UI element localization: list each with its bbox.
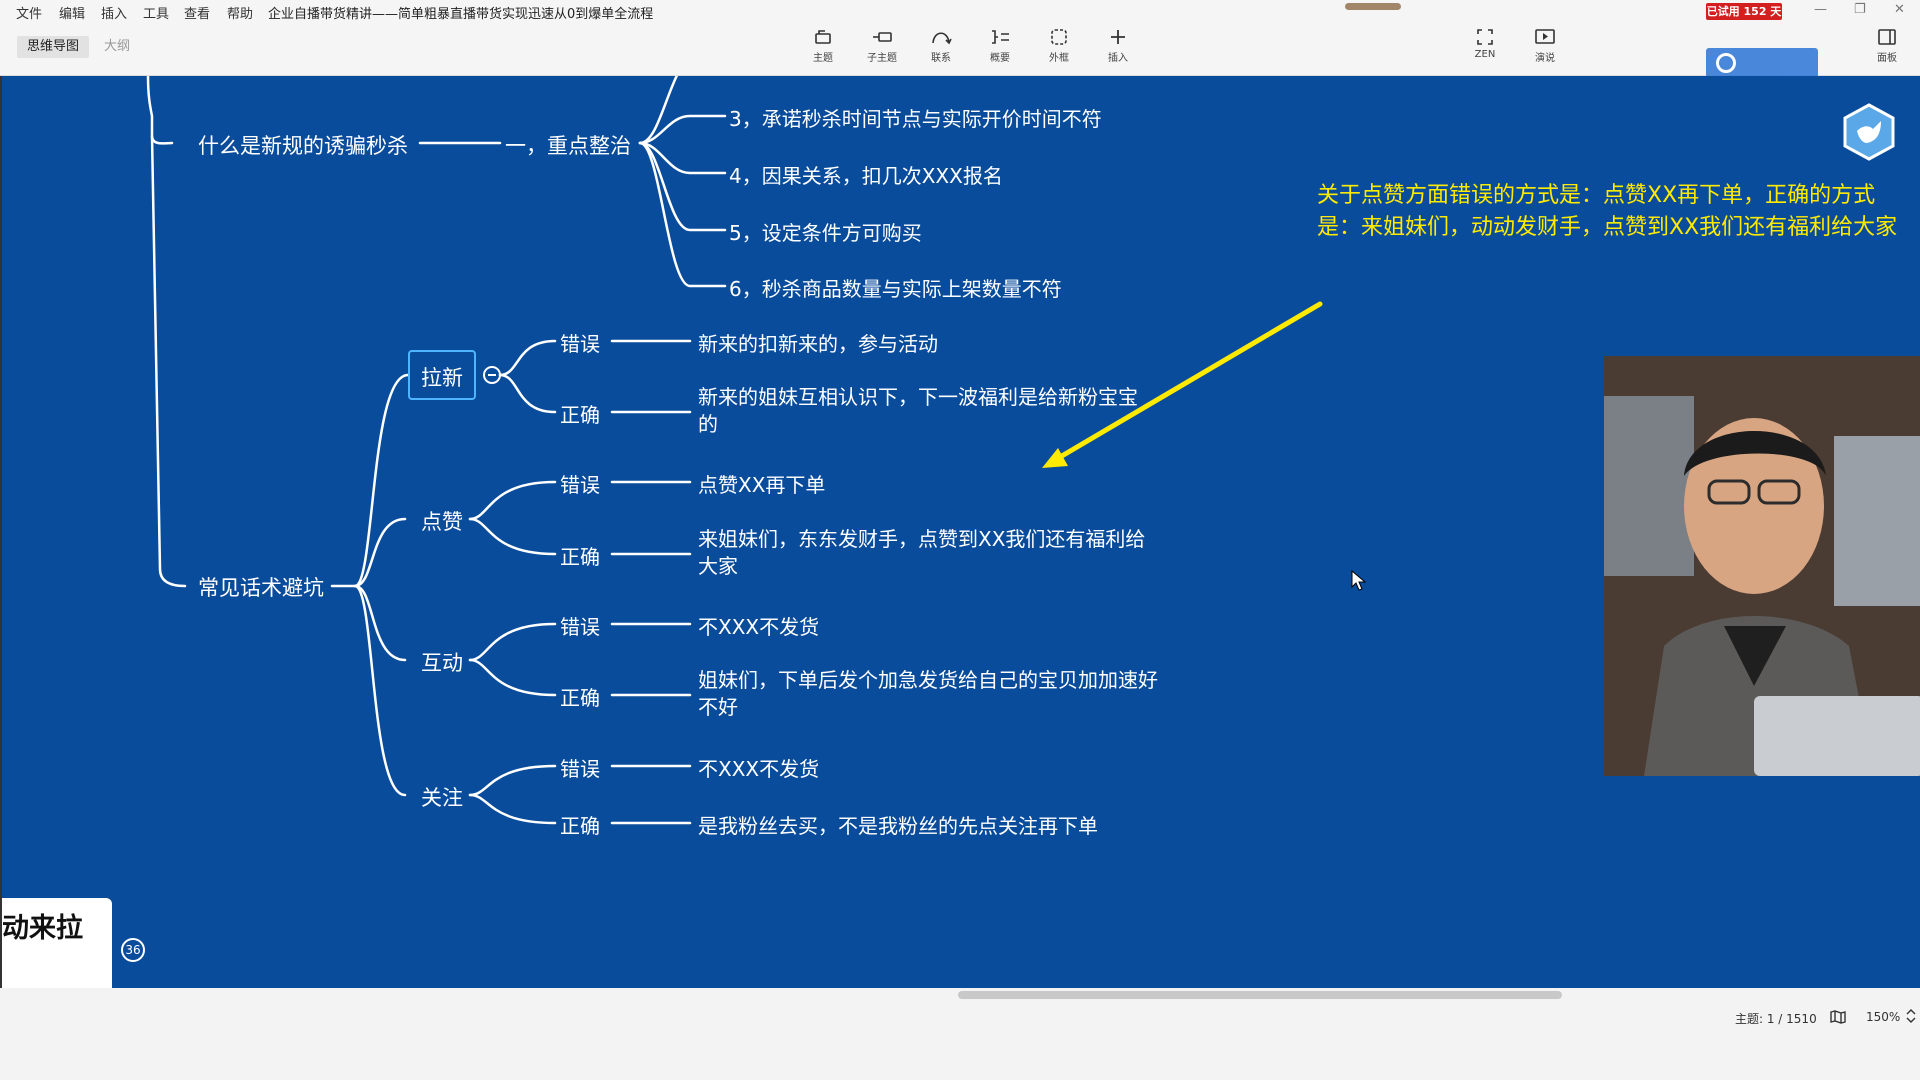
text-wrong[interactable]: 不XXX不发货 <box>698 757 820 781</box>
mindmap-canvas[interactable]: 什么是新规的诱骗秒杀 一，重点整治 3，承诺秒杀时间节点与实际开价时间不符 4，… <box>0 76 1920 988</box>
boundary-icon <box>1051 29 1067 45</box>
label-wrong[interactable]: 错误 <box>560 473 600 497</box>
scrollbar-thumb[interactable] <box>958 991 1562 999</box>
pitch-button[interactable]: 演说 <box>1520 28 1570 64</box>
leaf-top-3[interactable]: 3，承诺秒杀时间节点与实际开价时间不符 <box>729 107 1102 131</box>
group-likes[interactable]: 点赞 <box>421 510 463 534</box>
webcam-overlay <box>1604 356 1920 776</box>
topic-icon <box>815 30 831 44</box>
relationship-icon <box>932 32 952 45</box>
plus-icon <box>1111 30 1125 44</box>
annotation-text: 关于点赞方面错误的方式是：点赞XX再下单，正确的方式是：来姐妹们，动动发财手，点… <box>1317 183 1898 240</box>
subtopic-label: 子主题 <box>867 53 897 64</box>
boundary-label: 外框 <box>1049 53 1069 64</box>
summary-label: 概要 <box>990 53 1010 64</box>
zoom-stepper-icon[interactable] <box>1906 1008 1916 1024</box>
document-title: 企业自播带货精讲——简单粗暴直播带货实现迅速从0到爆单全流程 <box>268 7 654 22</box>
summary-button[interactable]: 概要 <box>975 28 1025 64</box>
leaf-top-4[interactable]: 4，因果关系，扣几次XXX报名 <box>729 164 1003 188</box>
label-wrong[interactable]: 错误 <box>560 757 600 781</box>
trial-badge[interactable]: 已试用 152 天 <box>1706 3 1782 20</box>
close-icon[interactable]: ✕ <box>1894 2 1905 17</box>
bird-icon <box>1843 103 1895 161</box>
group-follow[interactable]: 关注 <box>421 786 463 810</box>
menu-tools[interactable]: 工具 <box>143 7 170 22</box>
leaf-top-6[interactable]: 6，秒杀商品数量与实际上架数量不符 <box>729 277 1062 301</box>
topic-new-rules[interactable]: 什么是新规的诱骗秒杀 <box>198 134 408 158</box>
menu-help[interactable]: 帮助 <box>227 7 254 22</box>
panel-icon <box>1878 29 1896 45</box>
boundary-button[interactable]: 外框 <box>1034 28 1084 64</box>
card-text: 动来拉 <box>2 913 83 944</box>
tab-outline[interactable]: 大纲 <box>104 39 131 54</box>
map-icon[interactable] <box>1830 1010 1846 1024</box>
text-wrong[interactable]: 新来的扣新来的，参与活动 <box>698 332 938 356</box>
menu-file[interactable]: 文件 <box>16 7 43 22</box>
text-wrong[interactable]: 点赞XX再下单 <box>698 473 826 497</box>
text-right[interactable]: 是我粉丝去买，不是我粉丝的先点关注再下单 <box>698 814 1098 838</box>
drag-handle[interactable] <box>1345 3 1401 10</box>
insert-label: 插入 <box>1108 53 1128 64</box>
minimize-icon[interactable]: — <box>1814 2 1827 17</box>
canvas-edge <box>0 76 2 988</box>
zen-label: ZEN <box>1474 49 1496 60</box>
selection-outline <box>408 350 476 400</box>
topic-count: 主题: 1 / 1510 <box>1735 1012 1817 1026</box>
group-new-fans[interactable]: 拉新 <box>421 366 463 390</box>
connector-lines <box>146 76 1323 825</box>
play-icon <box>1535 29 1555 44</box>
text-wrong[interactable]: 不XXX不发货 <box>698 615 820 639</box>
subtopic-icon <box>873 32 892 42</box>
mouse-cursor-icon <box>1351 570 1367 591</box>
pitch-label: 演说 <box>1535 53 1555 64</box>
label-wrong[interactable]: 错误 <box>560 615 600 639</box>
panel-button[interactable]: 面板 <box>1862 28 1912 64</box>
menu-insert[interactable]: 插入 <box>101 7 128 22</box>
text-right[interactable]: 新来的姐妹互相认识下，下一波福利是给新粉宝宝的 <box>698 385 1138 436</box>
maximize-icon[interactable]: ❐ <box>1854 2 1866 17</box>
topic-key-rectification[interactable]: 一，重点整治 <box>505 134 631 158</box>
topic-button[interactable]: 主题 <box>798 28 848 64</box>
toolbar: 思维导图 大纲 主题 子主题 联系 概要 外框 插入 ZEN <box>0 22 1920 78</box>
presenter-video <box>1604 356 1920 776</box>
tab-mindmap[interactable]: 思维导图 <box>17 36 90 58</box>
floating-topic-card[interactable]: 动来拉 <box>0 898 112 988</box>
insert-button[interactable]: 插入 <box>1093 28 1143 64</box>
zen-button[interactable]: ZEN <box>1460 28 1510 60</box>
menu-view[interactable]: 查看 <box>184 7 211 22</box>
relationship-label: 联系 <box>931 53 951 64</box>
menu-edit[interactable]: 编辑 <box>59 7 86 22</box>
fullscreen-icon <box>1477 29 1493 45</box>
summary-icon <box>992 30 1009 44</box>
status-bar: 主题: 1 / 1510 150% <box>0 1000 1920 1080</box>
label-right[interactable]: 正确 <box>560 403 600 427</box>
leaf-top-5[interactable]: 5，设定条件方可购买 <box>729 221 922 245</box>
text-right[interactable]: 姐妹们，下单后发个加急发货给自己的宝贝加加速好不好 <box>698 668 1158 719</box>
label-right[interactable]: 正确 <box>560 814 600 838</box>
label-right[interactable]: 正确 <box>560 545 600 569</box>
label-right[interactable]: 正确 <box>560 686 600 710</box>
label-wrong[interactable]: 错误 <box>560 332 600 356</box>
zoom-level[interactable]: 150% <box>1866 1010 1901 1024</box>
collapsed-count-badge[interactable]: 36 <box>121 938 145 962</box>
panel-label: 面板 <box>1877 53 1897 64</box>
brand-logo <box>1706 48 1818 78</box>
menu-bar: 文件 编辑 插入 工具 查看 帮助 企业自播带货精讲——简单粗暴直播带货实现迅速… <box>0 0 1920 22</box>
group-interaction[interactable]: 互动 <box>421 651 463 675</box>
topic-common-scripts[interactable]: 常见话术避坑 <box>198 576 324 600</box>
text-right[interactable]: 来姐妹们，东东发财手，点赞到XX我们还有福利给大家 <box>698 527 1146 578</box>
arrow-annotation <box>1042 301 1323 468</box>
topic-label: 主题 <box>813 53 833 64</box>
collapse-toggle[interactable] <box>483 366 501 384</box>
subtopic-button[interactable]: 子主题 <box>857 28 907 64</box>
relationship-button[interactable]: 联系 <box>916 28 966 64</box>
